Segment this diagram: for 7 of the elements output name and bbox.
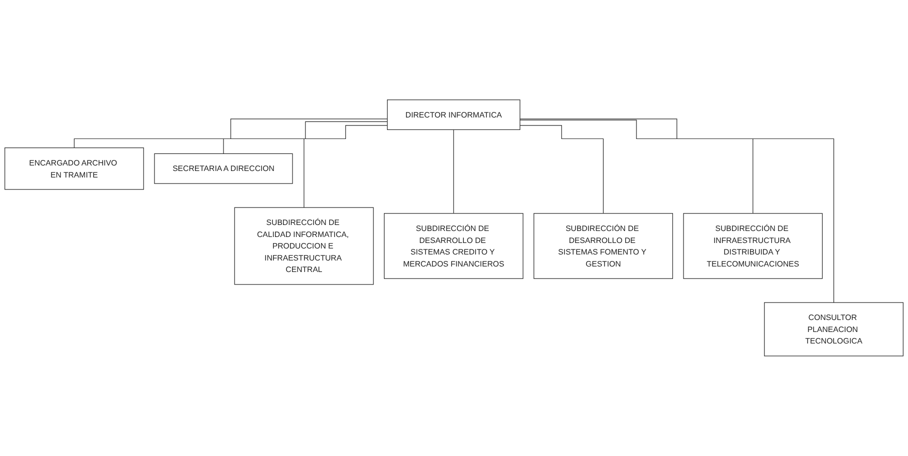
- connector: [304, 125, 388, 208]
- connector: [520, 118, 834, 303]
- connector: [453, 129, 454, 214]
- connector: [520, 125, 604, 214]
- connector: [520, 120, 754, 214]
- connector: [74, 118, 388, 148]
- connector: [223, 121, 388, 154]
